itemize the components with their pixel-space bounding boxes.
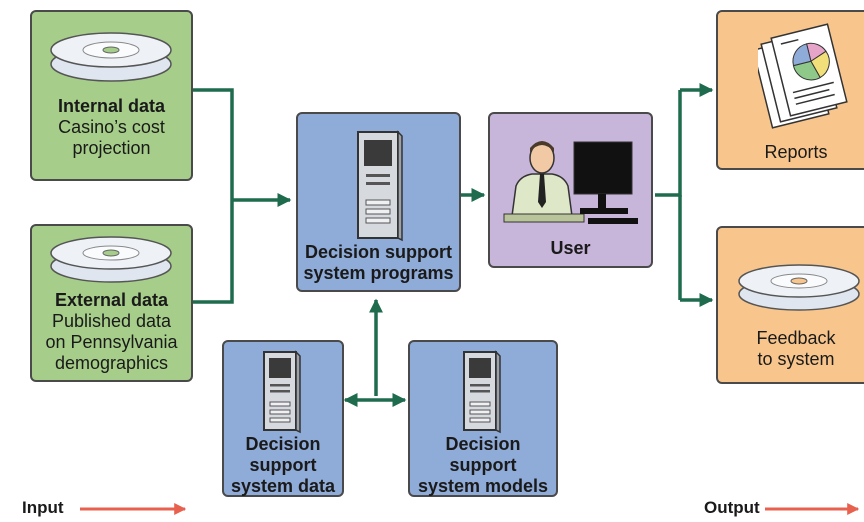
disc-icon (50, 236, 172, 283)
dss-data-line3: system data (230, 476, 336, 496)
feedback-line2: to system (757, 349, 835, 369)
internal-data-line2: projection (72, 138, 151, 158)
server-tower-icon (463, 350, 501, 434)
disc-icon (738, 264, 860, 311)
server-tower-icon (263, 350, 301, 434)
dss-models-box: Decision support system models (408, 340, 558, 497)
output-label: Output (704, 498, 760, 517)
disc-icon (50, 32, 172, 82)
report-documents-icon (758, 23, 848, 129)
user-label: User (550, 238, 591, 258)
dss-programs-line1: Decision support (304, 242, 452, 262)
dss-data-line2: support (249, 455, 317, 475)
user-at-computer-icon (503, 141, 638, 224)
external-data-line1: Published data (51, 311, 172, 331)
feedback-line1: Feedback (756, 328, 836, 348)
external-data-title: External data (54, 290, 169, 310)
connector-user-out (655, 90, 682, 197)
reports-label: Reports (764, 142, 828, 162)
external-data-box: External data Published data on Pennsylv… (30, 224, 193, 382)
connector-internal (193, 88, 234, 200)
feedback-box: Feedback to system (716, 226, 864, 384)
dss-models-line2: support (449, 455, 517, 475)
connector-external (193, 200, 234, 304)
dss-programs-line2: system programs (303, 263, 454, 283)
internal-data-title: Internal data (57, 96, 166, 116)
reports-box: Reports (716, 10, 864, 170)
internal-data-box: Internal data Casino’s cost projection (30, 10, 193, 181)
input-label: Input (22, 498, 64, 517)
external-data-line2: on Pennsylvania (45, 332, 178, 352)
external-data-line3: demographics (54, 353, 169, 373)
dss-models-line3: system models (417, 476, 549, 496)
dss-programs-box: Decision support system programs (296, 112, 461, 292)
dss-models-line1: Decision (445, 434, 521, 454)
dss-data-line1: Decision (245, 434, 321, 454)
internal-data-line1: Casino’s cost (58, 117, 165, 137)
dss-data-box: Decision support system data (222, 340, 344, 497)
server-tower-icon (357, 130, 403, 242)
user-box: User (488, 112, 653, 268)
